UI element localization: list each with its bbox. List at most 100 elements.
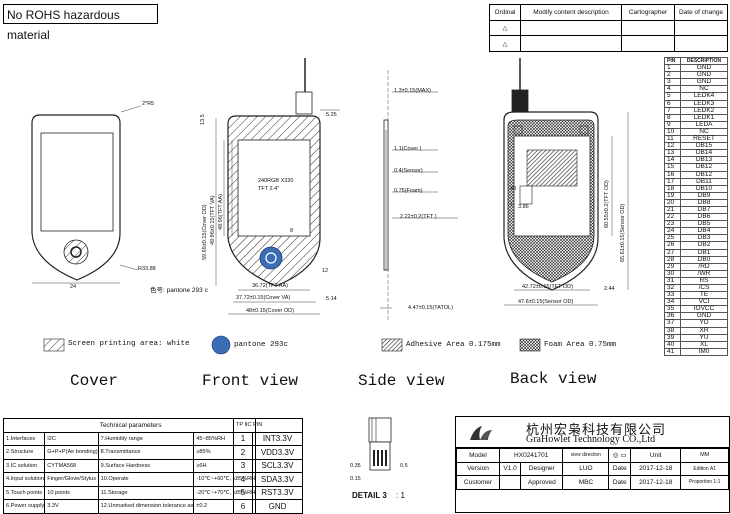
pin-description: XL [680,340,728,349]
pin-description: LEDK1 [680,113,728,122]
front-view [215,58,340,315]
cover-home-icon [70,246,82,258]
edition-cell: Edition A1 [680,461,729,476]
designer-value: LUO [562,461,610,476]
model-value: HX0241701 [498,448,564,463]
tech-param-label: 2.Structure [2,445,46,460]
view-direction-label: view direction [562,448,610,463]
front-tft-area [237,139,311,237]
fpc-pin-signal: RST3.3V [252,485,303,500]
tech-param-label: 6.Power supply [2,499,46,514]
pin-description: GND [680,312,728,321]
pin-description: RESET [680,135,728,144]
pin-row: 29/RD [664,262,728,271]
fpc-pin-number: 5 [233,485,253,500]
legend-foam-swatch [519,338,541,352]
panel-text-size: TFT 2.4" [258,186,280,192]
edition-label: Edition [693,465,709,472]
pantone-arrow-label: 色号: pantone 293 c [150,287,208,294]
legend-pantone-label: pantone 293c [234,341,289,349]
fpc-pin-signal: SCL3.3V [252,458,303,473]
pin-description: LEDK2 [680,106,728,115]
date2-value: 2017-12-18 [630,475,682,490]
customer-label: Customer [456,475,500,490]
dim-side-tft: 2.22±0.2(TFT ) [400,214,437,220]
proportion-value: 1:1 [713,479,721,486]
view-title-side: Side view [358,372,445,390]
fpc-pin-signal: VDD3.3V [252,445,303,460]
front-pantone-button [259,246,283,270]
company-name-en: GraHowlet Technology CO.,Ltd [526,434,656,445]
pin-description: DB13 [680,156,728,165]
tech-param-value: CYTMA568 [44,458,99,473]
fpc-pin-number: 2 [233,445,253,460]
proportion-cell: Proportion 1:1 [680,475,729,490]
view-title-back: Back view [510,370,597,388]
pin-description: DB5 [680,220,728,229]
cover-screen [40,132,114,232]
title-block: 杭州宏枭科技有限公司 GraHowlet Technology CO.,Ltd … [455,416,730,513]
pin-description: LEDK4 [680,92,728,101]
pin-description: DB12 [680,163,728,172]
dim-back-h1: 60.55±0.2(TFT OD) [604,180,610,228]
tech-param-value: 3.3V [44,499,99,514]
tech-param-label: 11.Storage [97,485,195,500]
dim-front-w3: 48±0.15(Cover OD) [246,308,294,314]
pin-description: NC [680,85,728,94]
pin-description: GND [680,64,728,73]
rohs-label: No ROHS hazardous material [3,4,158,42]
fpc-pin-number: 6 [233,499,253,514]
legend-screen-label: Screen printing area: white [68,340,190,348]
date-value: 2017-12-18 [630,461,682,476]
pin-description: DB11 [680,177,728,186]
dim-side-foam: 0.75(Foam) [394,188,423,194]
tech-param-label: 1.Interfaces [2,431,46,446]
pin-description: DB3 [680,234,728,243]
dim-front-h1: 59.65±0.15(Cover OD) [202,204,208,260]
dim-r5: 2*R5 [142,101,155,107]
pin-description: DB15 [680,142,728,151]
revision-table: Ordinal Modify content description Carto… [489,4,728,52]
dim-front-w2: 37.72±0.15(Cover VA) [236,295,291,301]
dim-front-w1: 36.72(TFT AA) [252,283,288,289]
dim-514: 5.14 [326,296,337,302]
dim-135: 13.5 [200,114,206,125]
pin-header: DESCRIPTION [680,56,728,66]
dim-side-total: 4.47±0.15(TATOL) [408,305,453,311]
pin-description: DB10 [680,184,728,193]
dim-front-h2: 49.96±0.15(TFT VA) [210,195,216,245]
pin-description: /WR [680,269,728,278]
pin-description: RS [680,276,728,286]
legend-pantone-swatch [211,335,231,355]
pin-description: DB9 [680,191,728,200]
dim-back-244: 2.44 [604,286,615,292]
pin-description: LEDA [680,120,728,129]
view-title-cover: Cover [70,372,119,390]
pin-description: /CS [680,283,728,293]
date2-label: Date [608,475,632,490]
